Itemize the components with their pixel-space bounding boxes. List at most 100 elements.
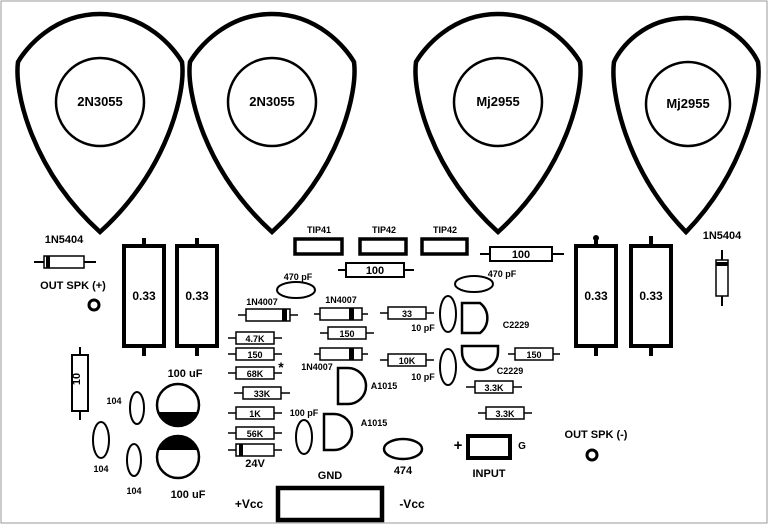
resistor-r1-label: 0.33 bbox=[132, 289, 156, 303]
resistor-56k: 56K bbox=[228, 426, 282, 440]
transistor-c2229-a bbox=[460, 301, 489, 335]
vcc-pos-label: +Vcc bbox=[235, 497, 264, 511]
resistor-56k-label: 56K bbox=[247, 429, 264, 439]
zener-24v bbox=[228, 443, 282, 457]
transistor-q1: 2N3055 bbox=[15, 11, 185, 236]
resistor-68k: 68K bbox=[228, 366, 282, 380]
zener-label: 24V bbox=[245, 458, 265, 470]
resistor-47k-label: 4.7K bbox=[245, 334, 265, 344]
resistor-1k: 1K bbox=[228, 406, 282, 420]
diode-d3-label: 1N4007 bbox=[301, 362, 333, 372]
resistor-3k3-a: 3.3K bbox=[466, 380, 522, 394]
resistor-r1: 0.33 bbox=[122, 238, 166, 356]
cap-100u-b-label: 100 uF bbox=[171, 489, 206, 501]
transistor-a1015-b bbox=[322, 412, 354, 452]
cap-474 bbox=[382, 437, 424, 461]
resistor-1k-label: 1K bbox=[249, 409, 261, 419]
resistor-r2-label: 0.33 bbox=[185, 289, 209, 303]
input-plus-label: + bbox=[454, 437, 463, 454]
cap-100u-b bbox=[155, 434, 201, 480]
a1015-a-label: A1015 bbox=[371, 381, 398, 391]
cap-470-left bbox=[276, 281, 316, 299]
cap-104-c-label: 104 bbox=[126, 486, 141, 496]
c2229-b-label: C2229 bbox=[497, 366, 524, 376]
resistor-100-mid: 100 bbox=[338, 262, 414, 278]
resistor-150-c-label: 150 bbox=[526, 350, 541, 360]
input-g-label: G bbox=[518, 441, 526, 452]
transistor-q3-label: Mj2955 bbox=[476, 94, 519, 109]
cap-100u-a bbox=[155, 382, 201, 428]
diode-d1-label: 1N4007 bbox=[246, 297, 278, 307]
cap-104-b bbox=[92, 421, 110, 459]
resistor-r4-label: 0.33 bbox=[639, 289, 663, 303]
transistor-q2-label: 2N3055 bbox=[249, 94, 295, 109]
transistor-q1-label: 2N3055 bbox=[77, 94, 123, 109]
cap-10p-b-label: 10 pF bbox=[411, 372, 435, 382]
resistor-150-a-label: 150 bbox=[247, 350, 262, 360]
resistor-r10-label: 10 bbox=[71, 373, 83, 385]
cap-104-a-label: 104 bbox=[106, 396, 121, 406]
resistor-r10: 10 bbox=[71, 347, 89, 420]
transistor-q2: 2N3055 bbox=[187, 11, 357, 236]
resistor-150-b-label: 150 bbox=[339, 329, 354, 339]
resistor-33: 33 bbox=[380, 306, 434, 320]
resistor-r4: 0.33 bbox=[629, 236, 673, 356]
transistor-q3: Mj2955 bbox=[413, 11, 583, 236]
input-connector bbox=[466, 434, 512, 460]
tip42a bbox=[358, 237, 408, 256]
cap-100u-a-label: 100 uF bbox=[168, 368, 203, 380]
cap-104-a bbox=[129, 391, 145, 425]
transistor-q4-label: Mj2955 bbox=[666, 96, 709, 111]
out-spk-neg-label: OUT SPK (-) bbox=[565, 429, 628, 441]
tip42a-label: TIP42 bbox=[372, 225, 396, 235]
tip42b-label: TIP42 bbox=[433, 225, 457, 235]
gnd-label: GND bbox=[318, 470, 343, 482]
resistor-150-c: 150 bbox=[508, 347, 560, 361]
cap-10p-a-label: 10 pF bbox=[411, 323, 435, 333]
transistor-a1015-a bbox=[336, 366, 368, 406]
out-spk-pos-pad bbox=[87, 298, 101, 312]
resistor-3k3-a-label: 3.3K bbox=[484, 383, 504, 393]
cap-470-left-label: 470 pF bbox=[284, 272, 313, 282]
resistor-150-a: 150 bbox=[228, 347, 282, 361]
resistor-3k3-b: 3.3K bbox=[478, 406, 532, 420]
vcc-neg-label: -Vcc bbox=[399, 497, 425, 511]
resistor-47k: 4.7K bbox=[228, 331, 282, 345]
transistor-q4: Mj2955 bbox=[611, 15, 761, 236]
power-connector bbox=[275, 485, 385, 523]
tip41-label: TIP41 bbox=[307, 225, 331, 235]
resistor-10k-label: 10K bbox=[399, 356, 416, 366]
diode-right-label: 1N5404 bbox=[703, 230, 742, 242]
resistor-100-top: 100 bbox=[480, 246, 564, 262]
resistor-33k: 33K bbox=[234, 386, 290, 400]
tip42b bbox=[420, 237, 469, 256]
resistor-150-b: 150 bbox=[320, 326, 374, 340]
resistor-r3: 0.33 bbox=[574, 235, 618, 356]
resistor-100-top-label: 100 bbox=[512, 249, 530, 261]
resistor-r2: 0.33 bbox=[175, 238, 219, 356]
c2229-a-label: C2229 bbox=[503, 320, 530, 330]
resistor-68k-label: 68K bbox=[247, 369, 264, 379]
out-spk-pos-label: OUT SPK (+) bbox=[40, 280, 106, 292]
resistor-3k3-b-label: 3.3K bbox=[495, 409, 515, 419]
cap-470-right-label: 470 pF bbox=[488, 269, 517, 279]
diode-left bbox=[34, 255, 96, 269]
cap-10p-a bbox=[439, 295, 457, 333]
diode-d3 bbox=[314, 347, 368, 361]
cap-104-c bbox=[126, 443, 142, 477]
cap-100p-label: 100 pF bbox=[290, 408, 319, 418]
diode-d2-label: 1N4007 bbox=[325, 295, 357, 305]
resistor-33-label: 33 bbox=[402, 309, 412, 319]
diode-right bbox=[715, 250, 729, 306]
a1015-b-label: A1015 bbox=[361, 418, 388, 428]
tip41 bbox=[293, 237, 344, 256]
cap-470-right bbox=[454, 275, 494, 293]
resistor-100-mid-label: 100 bbox=[366, 265, 384, 277]
resistor-r3-label: 0.33 bbox=[584, 289, 608, 303]
cap-100p bbox=[295, 419, 313, 455]
transistor-c2229-b bbox=[460, 344, 500, 372]
input-label: INPUT bbox=[473, 468, 506, 480]
asterisk-mark: * bbox=[278, 359, 284, 375]
diode-left-label: 1N5404 bbox=[45, 234, 84, 246]
